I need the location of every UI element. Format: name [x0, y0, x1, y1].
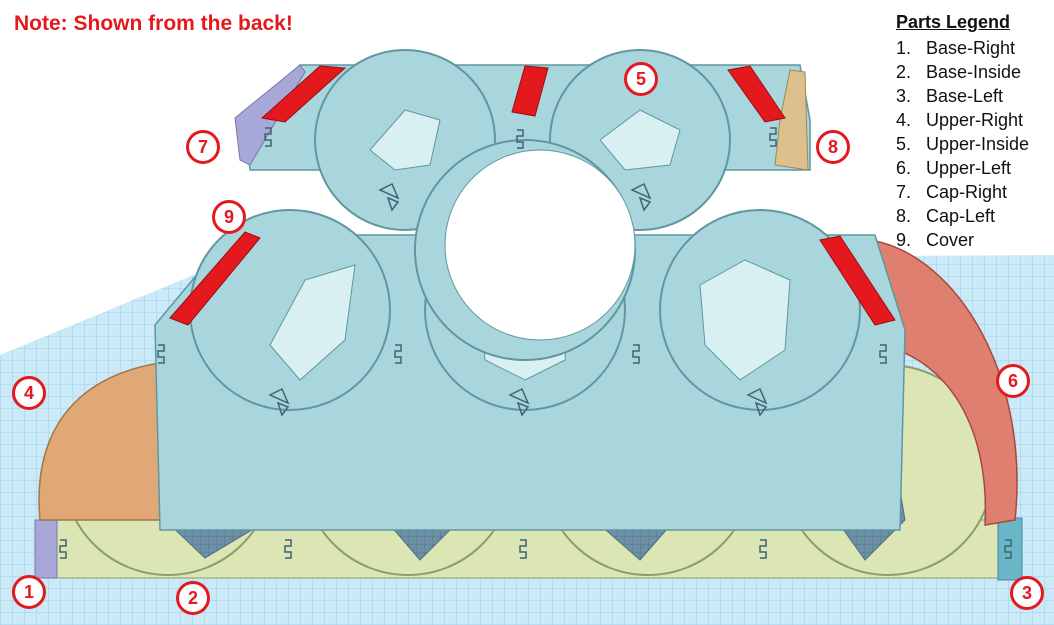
cover-rail-right [819, 235, 896, 326]
legend-item-number: 6. [896, 158, 912, 178]
parts-legend: Parts Legend 1. Base-Right 2. Base-Inside … [896, 12, 1052, 252]
note-text: Note: Shown from the back! [14, 12, 293, 35]
top-row [234, 49, 811, 361]
joint-notch [284, 539, 292, 559]
legend-item-number: 5. [896, 134, 912, 154]
legend-item-number: 1. [896, 38, 912, 58]
callout-9: 9 [212, 200, 246, 234]
joint-notch [632, 344, 640, 364]
callout-3: 3 [1010, 576, 1044, 610]
legend-item: 4. Upper-Right [896, 108, 1052, 132]
legend-item: 7. Cap-Right [896, 180, 1052, 204]
emblem-icon [268, 387, 290, 417]
middle-window-1 [269, 264, 356, 381]
joint-notch [1004, 539, 1012, 559]
legend-item-label: Upper-Left [926, 158, 1012, 178]
legend-item: 9. Cover [896, 228, 1052, 252]
legend-item-label: Upper-Inside [926, 134, 1030, 154]
callout-4: 4 [12, 376, 46, 410]
emblem-icon [378, 182, 400, 212]
joint-notch [519, 539, 527, 559]
callout-7: 7 [186, 130, 220, 164]
emblem-icon [630, 182, 652, 212]
legend-item-label: Cap-Right [926, 182, 1008, 202]
callout-6: 6 [996, 364, 1030, 398]
legend-item: 2. Base-Inside [896, 60, 1052, 84]
emblem-icon [746, 387, 768, 417]
joint-notch [769, 127, 777, 147]
joint-notch [157, 344, 165, 364]
legend-title: Parts Legend [896, 12, 1011, 32]
joint-notch [264, 127, 272, 147]
legend-item-number: 9. [896, 230, 912, 250]
top-rail-3 [727, 65, 786, 123]
legend-item-label: Upper-Right [926, 110, 1024, 130]
legend-list: 1. Base-Right 2. Base-Inside 3. Base-Left 4… [896, 36, 1052, 252]
top-window-2 [599, 109, 681, 171]
emblem-icon [508, 387, 530, 417]
base-left-part [997, 517, 1023, 581]
legend-item-number: 4. [896, 110, 912, 130]
upper-left-part [869, 239, 1018, 526]
joint-notch [59, 539, 67, 559]
legend-item-label: Base-Right [926, 38, 1016, 58]
cap-left-part [774, 69, 809, 171]
legend-item-number: 3. [896, 86, 912, 106]
callout-1: 1 [12, 575, 46, 609]
legend-item: 5. Upper-Inside [896, 132, 1052, 156]
cover-part [169, 231, 261, 326]
legend-item: 8. Cap-Left [896, 204, 1052, 228]
callout-2: 2 [176, 581, 210, 615]
legend-item-number: 2. [896, 62, 912, 82]
base-right-part [34, 519, 58, 579]
joint-notch [516, 129, 524, 149]
legend-item-label: Cap-Left [926, 206, 996, 226]
callout-8: 8 [816, 130, 850, 164]
callout-5: 5 [624, 62, 658, 96]
top-window-1 [369, 109, 441, 171]
legend-item: 6. Upper-Left [896, 156, 1052, 180]
legend-item-label: Cover [926, 230, 975, 250]
legend-item: 3. Base-Left [896, 84, 1052, 108]
top-rail-1 [260, 65, 347, 123]
joint-notch [879, 344, 887, 364]
legend-item-label: Base-Inside [926, 62, 1022, 82]
top-rail-2 [511, 65, 549, 117]
legend-item-number: 7. [896, 182, 912, 202]
middle-window-3 [699, 259, 791, 381]
legend-item-label: Base-Left [926, 86, 1004, 106]
joint-notch [759, 539, 767, 559]
joint-notch [394, 344, 402, 364]
legend-item-number: 8. [896, 206, 912, 226]
legend-item: 1. Base-Right [896, 36, 1052, 60]
center-opening-inner [444, 149, 636, 341]
